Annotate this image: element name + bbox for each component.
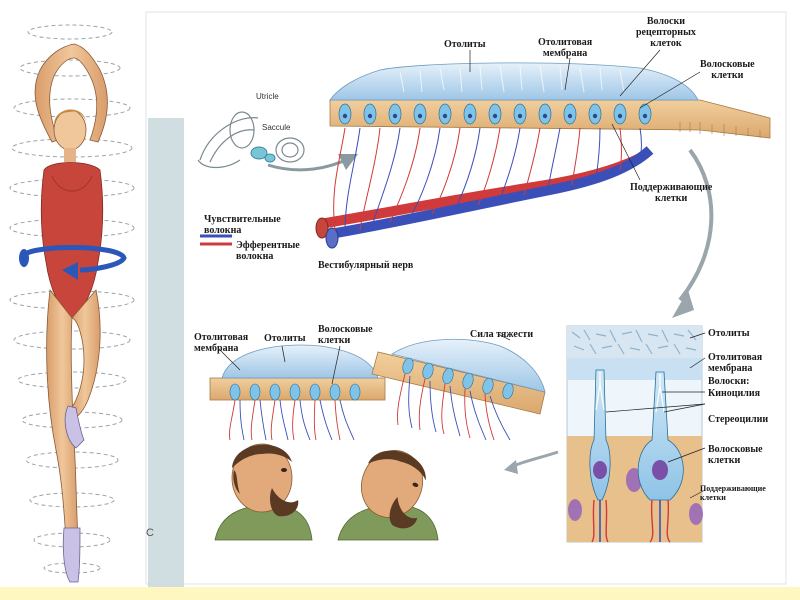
label-level-hair-cells: Волосковые клетки [318, 324, 373, 346]
label-zoom-supporting-cells: Поддерживающие клетки [700, 484, 766, 502]
label-level-otoliths: Отолиты [264, 333, 306, 344]
sensory-bundle [329, 146, 654, 239]
label-supporting-cells: Поддерживающие клетки [630, 182, 713, 204]
label-zoom-kinocilia: Киноцилия [708, 388, 761, 399]
head-upright [214, 443, 313, 541]
label-sensory-fibers: Чувствительные волокна [204, 214, 281, 236]
nerve-fibers [333, 127, 642, 233]
label-vestibular-nerve: Вестибулярный нерв [318, 260, 414, 271]
label-otolith-membrane: Отолитовая мембрана [538, 37, 593, 59]
level-macula-diagram [209, 344, 386, 441]
label-zoom-stereocilia: Стереоцилии [708, 414, 769, 425]
bottom-band [0, 587, 800, 600]
label-zoom-otoliths: Отолиты [708, 328, 750, 339]
label-utricle: Utricle [256, 92, 279, 101]
main-macula-diagram [315, 49, 771, 249]
label-zoom-hair-cells: Волосковые клетки [708, 444, 763, 466]
svg-text:C: C [146, 527, 154, 539]
inner-ear-sketch [197, 111, 305, 169]
label-receptor-hairs: Волоски рецепторных клеток [636, 16, 696, 49]
label-efferent-fibers: Эфферентные волокна [236, 240, 300, 262]
label-hair-cells: Волосковые клетки [700, 59, 755, 81]
zoomed-hair-cells [566, 325, 706, 543]
label-zoom-otolith-membrane: Отолитовая мембрана [708, 352, 763, 374]
label-zoom-hairs: Волоски: [708, 376, 750, 387]
dancer-illustration [9, 24, 135, 583]
label-gravity: Сила тяжести [470, 329, 534, 340]
tilted-macula-diagram [371, 333, 546, 441]
ear-to-macula-arrow [267, 153, 359, 172]
label-level-otolith-membrane: Отолитовая мембрана [194, 332, 249, 354]
head-tilted [337, 450, 439, 541]
zoom-arrow [678, 148, 714, 302]
label-otoliths: Отолиты [444, 39, 486, 50]
left-accent-band [148, 118, 184, 588]
label-saccule: Saccule [262, 123, 291, 132]
